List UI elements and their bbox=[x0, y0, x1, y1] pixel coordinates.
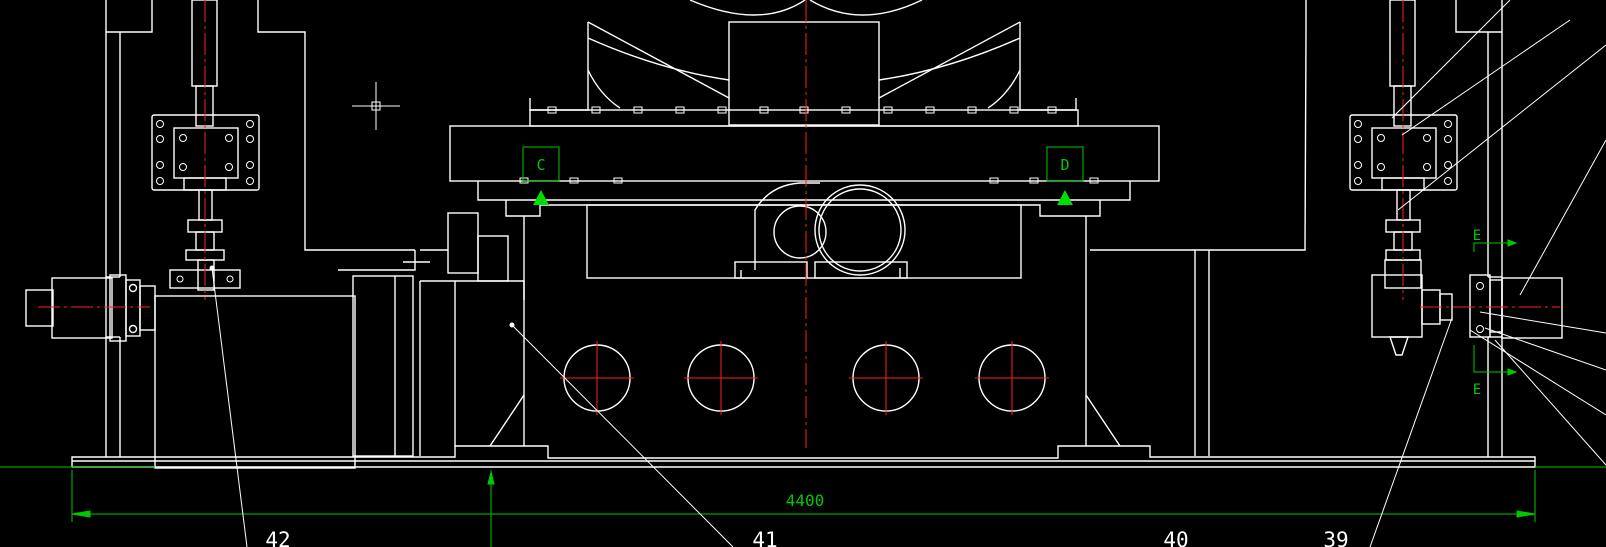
central-drive-motor bbox=[734, 182, 908, 279]
section-marker-c[interactable]: C bbox=[522, 146, 560, 205]
part-callouts: 42 41 40 39 bbox=[265, 528, 1348, 547]
frame-holes bbox=[560, 341, 1049, 415]
section-cut-bottom-label: E bbox=[1473, 382, 1481, 398]
right-bolt-circles bbox=[1354, 120, 1484, 333]
callout-42: 42 bbox=[265, 528, 290, 547]
left-motor bbox=[25, 274, 156, 342]
section-marker-d-label: D bbox=[1060, 156, 1069, 174]
left-housing bbox=[105, 0, 430, 469]
section-marker-d[interactable]: D bbox=[1046, 146, 1084, 205]
crosshair-cursor-icon bbox=[352, 82, 400, 130]
callout-41: 41 bbox=[752, 528, 777, 547]
right-screw-assembly bbox=[1349, 0, 1563, 356]
callout-39: 39 bbox=[1323, 528, 1348, 547]
overall-dimension-value: 4400 bbox=[786, 491, 825, 510]
section-marker-c-label: C bbox=[536, 156, 545, 174]
centerlines bbox=[38, 0, 1560, 448]
right-housing bbox=[1090, 0, 1503, 457]
left-bolt-circles bbox=[156, 120, 254, 283]
lower-frame bbox=[419, 212, 1121, 456]
base-frame bbox=[71, 445, 1536, 468]
leader-lines bbox=[209, 0, 1606, 547]
callout-40: 40 bbox=[1163, 528, 1188, 547]
section-cut-e[interactable]: E E bbox=[1473, 228, 1518, 398]
upper-structure bbox=[449, 0, 1160, 279]
overall-dimension[interactable]: 4400 bbox=[0, 466, 1606, 547]
section-cut-top-label: E bbox=[1473, 228, 1481, 244]
table-bolts bbox=[519, 106, 1099, 184]
